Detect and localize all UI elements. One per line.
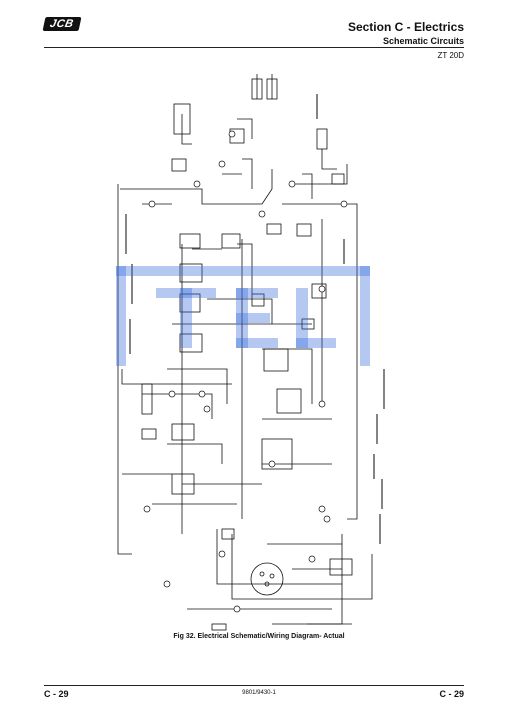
- section-subtitle: Schematic Circuits: [382, 36, 464, 46]
- document-number: 9801/9430-1: [242, 690, 276, 696]
- jcb-logo: JCB: [42, 17, 82, 31]
- model-label: ZT 20D: [437, 51, 464, 60]
- figure-caption: Fig 32. Electrical Schematic/Wiring Diag…: [173, 633, 345, 640]
- footer-rule: [44, 685, 464, 686]
- page-number-left: C - 29: [44, 689, 69, 699]
- header-rule: [44, 47, 464, 48]
- page-number-right: C - 29: [439, 689, 464, 699]
- wiring-diagram: [117, 74, 385, 631]
- section-title: Section C - Electrics: [347, 20, 464, 34]
